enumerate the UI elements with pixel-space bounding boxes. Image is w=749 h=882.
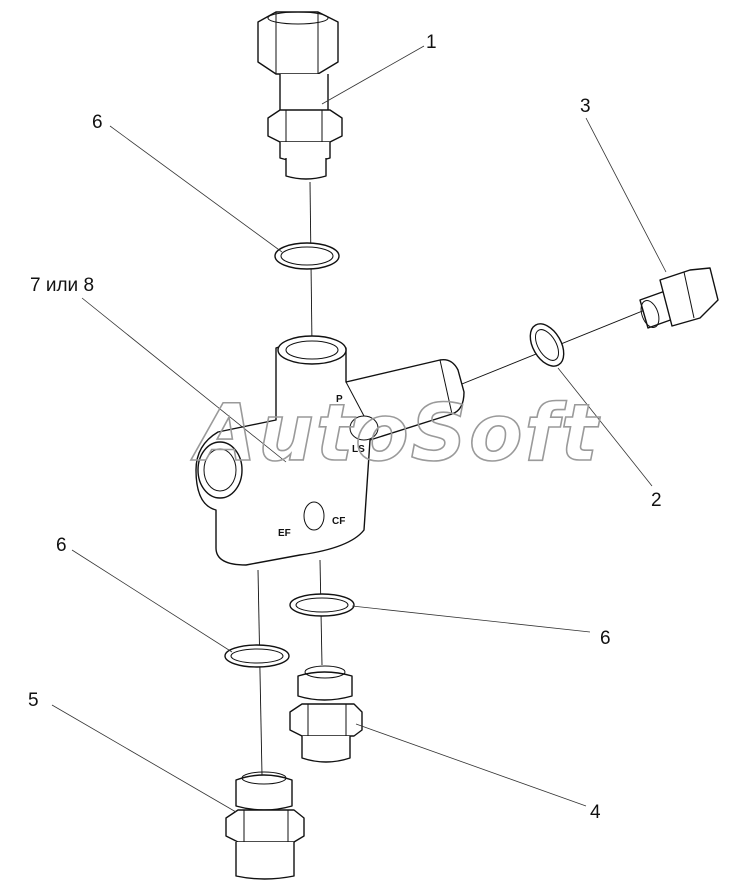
port-label-p: P (336, 394, 343, 405)
part-2-side-ring (529, 323, 565, 367)
port-label-ls: LS (352, 444, 365, 455)
callout-3: 3 (580, 96, 591, 117)
callout-6-top: 6 (92, 112, 103, 133)
port-label-ef: EF (278, 528, 291, 539)
part-6-ring-mid (289, 593, 355, 617)
callout-6-right: 6 (600, 628, 611, 649)
part-7-8-valve-body: P LS EF CF (195, 335, 465, 566)
callout-4: 4 (590, 802, 601, 823)
part-3-side-fitting (639, 267, 719, 329)
port-label-cf: CF (332, 516, 345, 527)
callout-1: 1 (426, 32, 437, 53)
part-6-ring-left (224, 644, 290, 668)
part-5-bottom-fitting (225, 771, 305, 880)
axis-left-bottom (257, 569, 263, 776)
watermark-text: AutoSoft (190, 389, 600, 479)
callout-2: 2 (651, 490, 662, 511)
leader-lines (51, 45, 667, 813)
callout-6-left: 6 (56, 535, 67, 556)
callout-7-or-8: 7 или 8 (30, 275, 94, 296)
callout-5: 5 (28, 690, 39, 711)
part-1-top-fitting (257, 11, 343, 180)
part-6-ring-top (274, 242, 340, 270)
part-4-bottom-fitting (289, 665, 363, 763)
